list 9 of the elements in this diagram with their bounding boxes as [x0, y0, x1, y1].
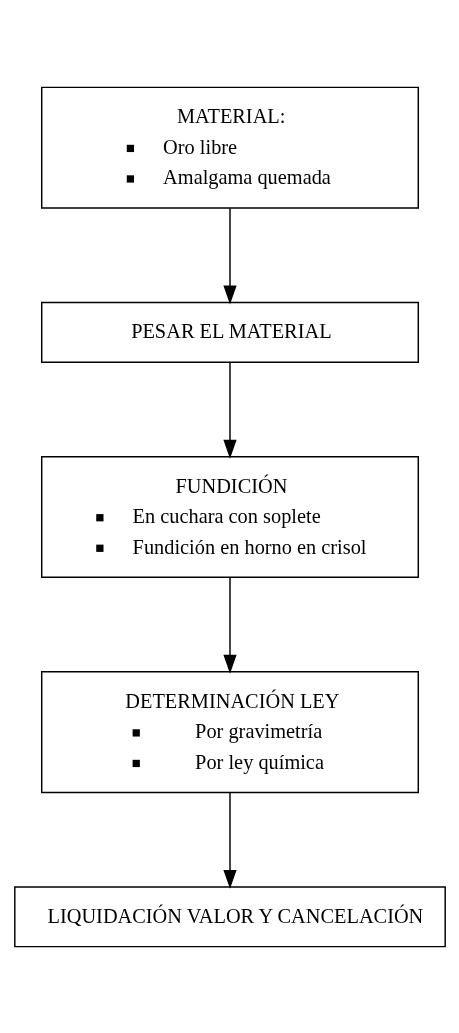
- node-box: FUNDICIÓN En cuchara con soplete Fundición en horno en crisol: [40, 455, 419, 578]
- arrow: [222, 576, 237, 674]
- arrow: [222, 360, 237, 459]
- node-box: PESAR EL MATERIAL: [40, 301, 419, 363]
- arrow: [222, 791, 237, 889]
- node-box: LIQUIDACIÓN VALOR Y CANCELACIÓN: [13, 885, 446, 947]
- node-box: DETERMINACIÓN LEY Por gravimetría Por ley química: [40, 670, 419, 793]
- node-box: MATERIAL: Oro libre Amalgama quemada: [40, 86, 419, 209]
- arrow: [222, 206, 237, 304]
